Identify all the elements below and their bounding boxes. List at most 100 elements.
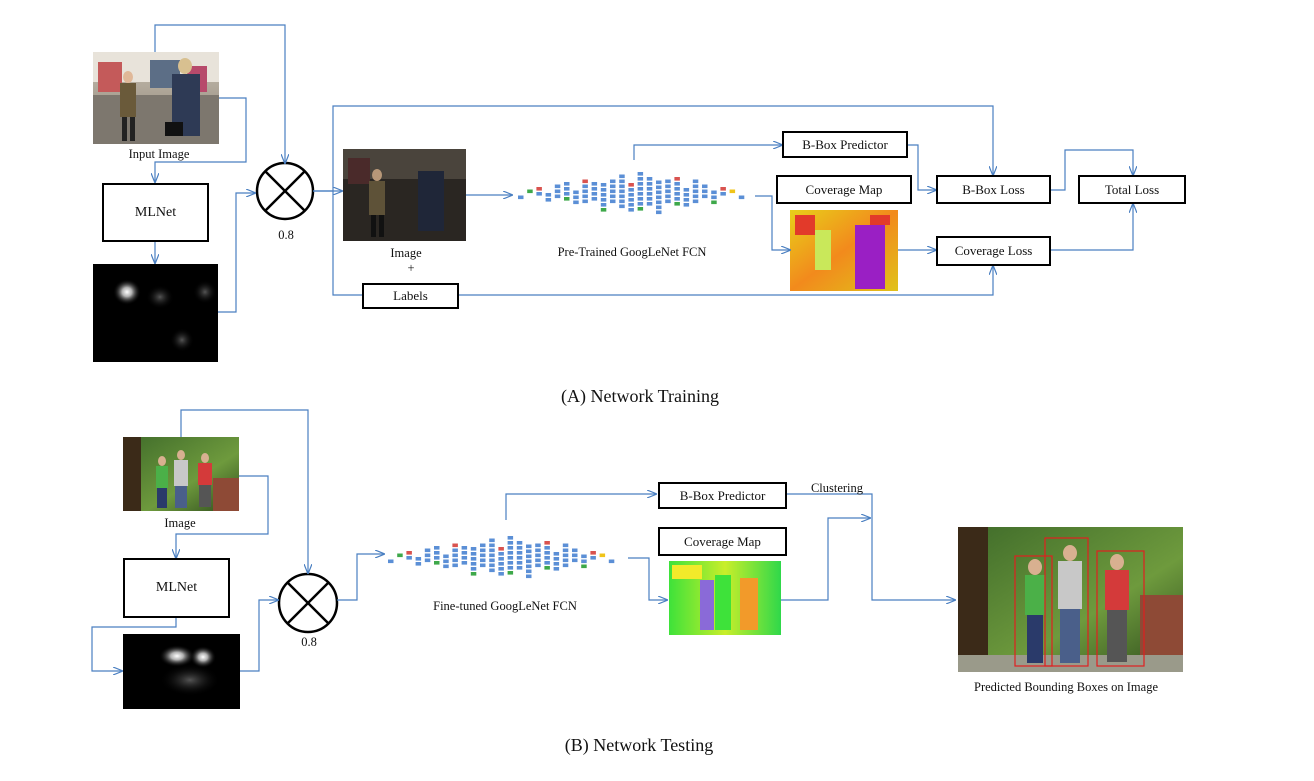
training-total-loss-box: Total Loss [1078,175,1186,204]
network-layer-block [527,189,533,194]
network-layer-block [711,200,717,205]
network-layer-block [610,189,616,194]
network-layer-block [526,569,532,574]
network-layer-block [628,198,634,202]
network-layer-block [526,564,532,569]
network-layer-block [610,199,616,204]
testing-coverage-map-text: Coverage Map [684,533,761,549]
testing-saliency-map [123,634,240,709]
network-layer-block [582,199,588,204]
network-layer-block [536,192,542,196]
network-layer-block [526,549,532,554]
network-layer-block [674,182,680,186]
network-layer-block [516,551,523,555]
network-layer-block [424,548,431,553]
testing-coverage-map-box: Coverage Map [658,527,787,556]
network-layer-block [619,204,625,209]
network-layer-block [637,172,644,176]
network-layer-block [720,192,726,196]
network-layer-block [572,548,578,553]
network-layer-block [544,556,550,560]
network-layer-block [582,179,588,184]
network-layer-block [553,567,560,571]
network-layer-block [628,208,634,212]
network-layer-block [656,185,662,190]
network-layer-block [581,554,587,559]
network-layer-block [582,184,588,189]
network-layer-block [535,543,541,548]
network-layer-block [591,197,598,201]
network-layer-block [702,184,708,189]
testing-weight-label: 0.8 [301,635,317,649]
network-layer-block [406,551,412,555]
network-layer-block [656,195,662,200]
network-layer-block [711,190,717,195]
network-layer-block [553,562,560,566]
training-coverage-map-image [790,210,898,291]
network-layer-block [470,572,477,576]
network-layer-block [711,195,717,200]
network-layer-block [564,187,570,191]
network-layer-block [480,553,486,558]
network-layer-block [619,184,625,189]
network-layer-block [424,553,431,558]
training-labels-text: Labels [393,288,428,303]
network-layer-block [489,553,495,558]
network-layer-block [443,564,449,569]
network-layer-block [415,557,422,561]
network-layer-block [637,202,644,206]
network-layer-block [553,557,560,561]
network-layer-block [610,184,616,189]
network-layer-block [590,551,596,555]
network-layer-block [608,559,615,564]
network-layer-block [637,197,644,201]
testing-bbox-predictor-text: B-Box Predictor [679,487,766,503]
network-layer-block [461,546,468,550]
network-layer-block [619,179,625,184]
network-layer-block [600,198,607,202]
network-layer-block [600,188,607,192]
testing-connectors [91,409,955,671]
network-layer-block [443,554,449,559]
network-layer-block [507,571,514,575]
network-layer-block [443,559,449,564]
network-layer-block [461,551,468,555]
network-layer-block [489,558,495,563]
network-layer-block [553,552,560,556]
network-layer-block [526,554,532,559]
network-layer-block [424,558,431,563]
network-layer-block [489,548,495,553]
network-layer-block [489,538,495,543]
training-bbox-loss-text: B-Box Loss [962,181,1025,197]
network-layer-block [480,558,486,563]
network-layer-block [544,561,550,565]
network-layer-block [507,561,514,565]
network-layer-block [573,195,579,200]
network-layer-block [434,551,440,555]
network-layer-block [564,197,570,201]
training-caption: (A) Network Training [561,386,719,406]
network-layer-block [692,179,699,184]
network-layer-block [516,566,523,570]
network-layer-block [582,189,588,194]
network-layer-block [674,192,680,196]
network-layer-block [590,556,596,560]
testing-input-image [123,437,239,511]
network-layer-block [536,187,542,191]
network-layer-block [564,182,570,186]
network-layer-block [397,553,403,558]
network-layer-block [720,187,726,191]
training-labels-box: Labels [362,283,459,309]
network-layer-block [498,572,504,576]
network-layer-block [619,189,625,194]
network-layer-block [452,553,458,558]
network-layer-block [656,190,662,195]
network-layer-block [554,194,561,199]
network-layer-block [619,194,625,199]
training-bbox-predictor-box: B-Box Predictor [782,131,908,158]
network-layer-block [665,179,671,184]
training-multiply-node [255,161,315,221]
network-layer-block [516,561,523,565]
network-layer-block [646,197,653,201]
